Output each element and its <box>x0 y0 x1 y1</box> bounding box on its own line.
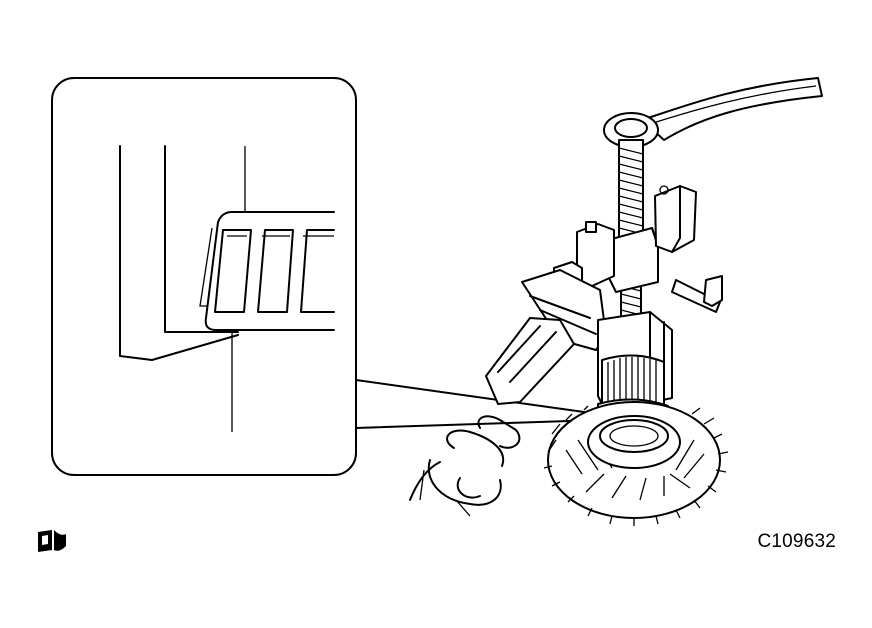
inset-frame <box>51 77 357 476</box>
inset-bearing-rollers <box>214 229 335 313</box>
inset-guide-line-2 <box>164 145 239 333</box>
detail-inset <box>51 77 601 476</box>
puller-assembly <box>409 77 823 526</box>
technician-hand <box>409 415 521 517</box>
inset-center-line <box>231 146 246 432</box>
inset-leader-top <box>355 379 585 413</box>
ring-gear <box>543 401 729 526</box>
wrench-handle <box>641 77 823 141</box>
inset-cage-edge <box>199 227 213 307</box>
puller-bridge <box>607 227 659 293</box>
figure-code: C109632 <box>757 531 836 552</box>
clamp-block-right <box>654 185 697 253</box>
manual-book-icon <box>38 530 66 552</box>
inset-bearing-cage <box>204 211 335 331</box>
inset-guide-line-1 <box>119 145 239 361</box>
